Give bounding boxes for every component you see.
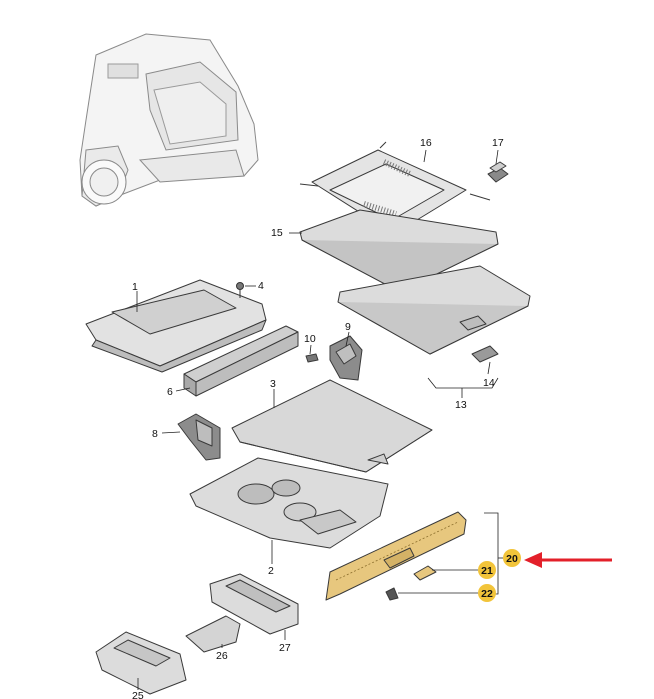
label-part-14: 14 — [483, 377, 495, 389]
part-22-fastener — [385, 587, 399, 601]
part-27-tray — [209, 573, 299, 635]
badge-part-22: 22 — [478, 584, 496, 602]
label-part-17: 17 — [492, 137, 504, 149]
label-part-15: 15 — [271, 227, 283, 239]
part-6-trim — [183, 325, 299, 397]
part-3-floor-cover — [231, 379, 433, 473]
label-part-8: 8 — [152, 428, 158, 440]
part-14-handle — [471, 345, 499, 363]
label-part-25: 25 — [132, 690, 144, 699]
label-part-9: 9 — [345, 321, 351, 333]
label-part-16: 16 — [420, 137, 432, 149]
part-4-screw — [236, 282, 244, 298]
part-25-box — [95, 631, 187, 695]
badge-part-21: 21 — [478, 561, 496, 579]
label-part-21: 21 — [481, 565, 493, 577]
label-part-10: 10 — [304, 333, 316, 345]
label-part-6: 6 — [167, 386, 173, 398]
part-17-clip — [487, 161, 509, 183]
part-16-net-frame — [299, 141, 491, 245]
label-part-20: 20 — [506, 553, 518, 565]
label-part-1: 1 — [132, 281, 138, 293]
part-labels: 1 2 3 4 6 8 9 10 13 14 15 16 17 20 21 22… — [132, 137, 521, 699]
part-26-insert — [185, 615, 241, 653]
label-part-22: 22 — [481, 588, 493, 600]
part-8-side-bracket — [177, 413, 221, 461]
part-9-bracket — [329, 335, 363, 381]
label-part-27: 27 — [279, 642, 291, 654]
part-13-floor-panel — [337, 265, 531, 355]
label-part-26: 26 — [216, 650, 228, 662]
badge-part-20: 20 — [503, 549, 521, 567]
part-21-clip — [413, 565, 437, 581]
label-part-2: 2 — [268, 565, 274, 577]
part-20-sill-trim — [325, 511, 467, 601]
red-arrow-icon — [524, 552, 612, 568]
label-part-4: 4 — [258, 280, 264, 292]
part-2-tray — [189, 457, 389, 549]
label-part-3: 3 — [270, 378, 276, 390]
part-10-screw — [305, 353, 319, 363]
part-1-floor-bracket — [85, 279, 267, 373]
vehicle-illustration — [79, 33, 259, 207]
label-part-13: 13 — [455, 399, 467, 411]
